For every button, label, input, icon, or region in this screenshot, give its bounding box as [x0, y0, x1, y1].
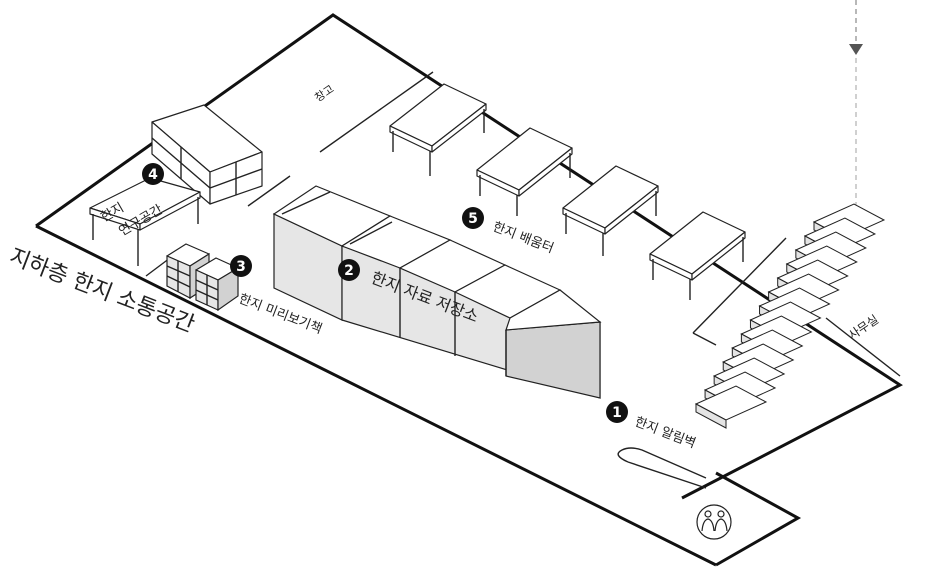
area-1: 1 한지 알림벽 — [606, 401, 698, 452]
book-carts — [166, 243, 239, 312]
office-label: 사무실 — [846, 312, 881, 342]
area-4: 4 — [142, 163, 164, 185]
area-5-label: 한지 배움터 — [491, 220, 556, 257]
bookshelf — [151, 104, 263, 205]
storage-label: 창고 — [312, 82, 336, 104]
area-1-number: 1 — [612, 405, 622, 421]
office-partition — [692, 237, 901, 377]
research-desk — [89, 177, 201, 266]
people-icon — [696, 504, 732, 540]
storage-partition — [145, 71, 434, 277]
stair-riser — [695, 403, 727, 429]
area-1-label: 한지 알림벽 — [633, 415, 698, 452]
archive-storage — [272, 185, 602, 399]
learning-tables — [389, 83, 746, 300]
area-5: 5 한지 배움터 — [462, 207, 556, 257]
area-2-number: 2 — [344, 263, 354, 279]
entry-path — [849, 0, 863, 232]
area-3-number: 3 — [236, 259, 246, 275]
area-4-number: 4 — [148, 167, 158, 183]
staircase — [694, 203, 886, 429]
area-5-number: 5 — [468, 211, 478, 227]
notice-wall — [617, 447, 707, 489]
